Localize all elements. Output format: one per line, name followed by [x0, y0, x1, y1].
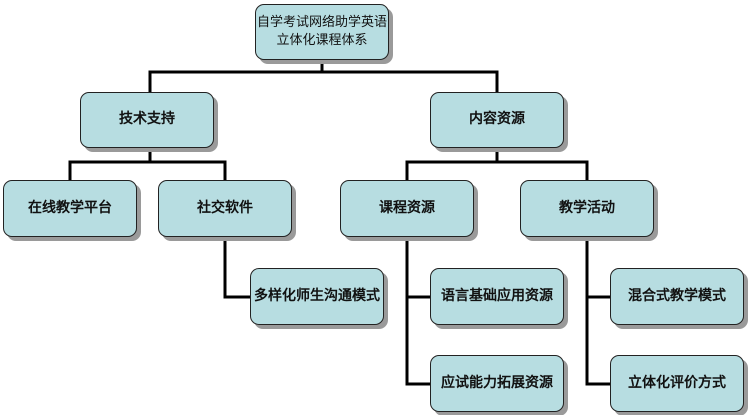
- node-label: 混合式教学模式: [628, 287, 726, 304]
- connector-root-content: [322, 70, 499, 92]
- node-evaluation-methods: 立体化评价方式: [610, 355, 744, 412]
- connector-social-modes: [223, 237, 250, 299]
- connector-content-teaching: [497, 160, 589, 180]
- node-label: 社交软件: [197, 199, 253, 216]
- root-title-line1: 自学考试网络助学英语: [256, 15, 387, 31]
- connector-tech-children: [68, 148, 152, 180]
- connector-root-level1: [148, 60, 324, 92]
- node-course-resources: 课程资源: [340, 180, 474, 237]
- connector-tech-social: [150, 160, 227, 180]
- node-label: 教学活动: [559, 199, 615, 216]
- node-label: 语言基础应用资源: [441, 287, 553, 304]
- node-label: 课程资源: [379, 199, 435, 216]
- connector-course-children: [405, 237, 430, 386]
- root-node: 自学考试网络助学英语 立体化课程体系: [255, 4, 389, 60]
- node-label: 应试能力拓展资源: [441, 374, 553, 391]
- node-label: 在线教学平台: [28, 199, 112, 216]
- node-content-resources: 内容资源: [430, 92, 564, 148]
- node-label: 多样化师生沟通模式: [254, 287, 380, 304]
- node-label: 内容资源: [469, 111, 525, 128]
- node-exam-ability: 应试能力拓展资源: [430, 355, 564, 412]
- node-language-basics: 语言基础应用资源: [430, 268, 564, 325]
- node-label: 技术支持: [119, 111, 175, 128]
- connector-content-children: [405, 148, 499, 180]
- connector-teaching-children: [585, 237, 610, 386]
- node-blended-teaching: 混合式教学模式: [610, 268, 744, 325]
- node-communication-modes: 多样化师生沟通模式: [250, 268, 384, 325]
- node-social-software: 社交软件: [158, 180, 292, 237]
- node-tech-support: 技术支持: [80, 92, 214, 148]
- root-title-line2: 立体化课程体系: [276, 33, 368, 48]
- node-label: 立体化评价方式: [628, 374, 726, 391]
- node-online-platform: 在线教学平台: [3, 180, 137, 237]
- node-teaching-activities: 教学活动: [520, 180, 654, 237]
